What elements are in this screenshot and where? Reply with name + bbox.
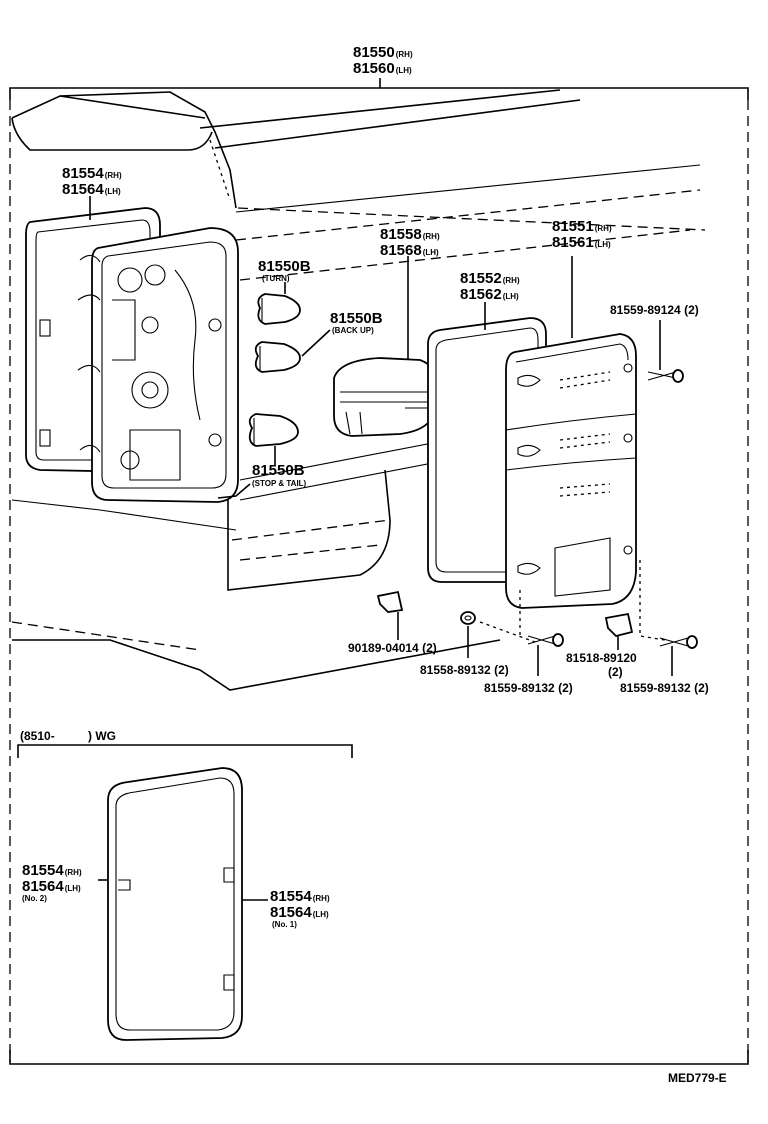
label-lens: 81551(RH) 81561(LH) <box>552 218 612 251</box>
label-figure-code: MED779-E <box>668 1071 727 1085</box>
svg-text:81561(LH): 81561(LH) <box>552 234 611 251</box>
label-assembly: 81550(RH) 81560(LH) <box>353 44 413 77</box>
bulb-turn <box>257 293 301 325</box>
lamp-housing <box>77 227 239 503</box>
label-inset-header: (8510- ) WG <box>20 729 116 743</box>
fastener-washer <box>460 611 536 658</box>
fastener-clip-left <box>376 590 404 640</box>
fastener-screw-mid <box>519 590 564 676</box>
svg-text:81551(RH): 81551(RH) <box>552 218 612 235</box>
svg-text:81550B: 81550B <box>330 310 383 327</box>
label-fastener-clip-right-qty: (2) <box>608 665 623 679</box>
inset-gasket <box>98 767 268 1041</box>
leader-lines <box>217 282 286 499</box>
label-bulb-back-up: 81550B (BACK UP) <box>330 310 383 335</box>
svg-text:(BACK UP): (BACK UP) <box>332 326 374 335</box>
label-assembly-rh: 81550(RH) <box>353 44 413 61</box>
fastener-screw-right <box>639 560 698 676</box>
svg-text:81554(RH): 81554(RH) <box>270 888 330 905</box>
svg-text:81564(LH): 81564(LH) <box>270 904 329 921</box>
svg-text:81568(LH): 81568(LH) <box>380 242 439 259</box>
label-inset-no2: 81554(RH) 81564(LH) (No. 2) <box>22 862 82 903</box>
svg-text:81554(RH): 81554(RH) <box>22 862 82 879</box>
label-fastener-screw-right: 81559-89132 (2) <box>620 681 709 695</box>
svg-text:81558(RH): 81558(RH) <box>380 226 440 243</box>
bulb-stop-tail <box>248 413 299 465</box>
svg-text:81564(LH): 81564(LH) <box>62 181 121 198</box>
main-frame <box>9 78 749 1065</box>
label-inset-no1: 81554(RH) 81564(LH) (No. 1) <box>270 888 330 929</box>
label-fastener-washer: 81558-89132 (2) <box>420 663 509 677</box>
lens-assembly <box>505 256 637 609</box>
label-assembly-lh: 81560(LH) <box>353 60 412 77</box>
screw-top <box>647 320 684 383</box>
svg-text:(No. 2): (No. 2) <box>22 894 47 903</box>
label-gasket-left: 81554(RH) 81564(LH) <box>62 165 122 198</box>
svg-text:81550B: 81550B <box>252 462 305 479</box>
svg-text:81550B: 81550B <box>258 258 311 275</box>
svg-text:81562(LH): 81562(LH) <box>460 286 519 303</box>
inset-bracket <box>17 744 353 758</box>
label-screw-top: 81559-89124 (2) <box>610 303 699 317</box>
svg-text:(TURN): (TURN) <box>262 274 290 283</box>
svg-text:81564(LH): 81564(LH) <box>22 878 81 895</box>
svg-text:(STOP & TAIL): (STOP & TAIL) <box>252 479 307 488</box>
label-socket: 81558(RH) 81568(LH) <box>380 226 440 259</box>
label-bulb-stop-tail: 81550B (STOP & TAIL) <box>252 462 307 488</box>
svg-text:(No. 1): (No. 1) <box>272 920 297 929</box>
label-bulb-turn: 81550B (TURN) <box>258 258 311 283</box>
label-fastener-clip-left: 90189-04014 (2) <box>348 641 437 655</box>
bulb-back-up <box>254 329 331 373</box>
label-fastener-screw-mid: 81559-89132 (2) <box>484 681 573 695</box>
svg-text:81552(RH): 81552(RH) <box>460 270 520 287</box>
fastener-clip-right <box>604 612 634 650</box>
svg-text:81554(RH): 81554(RH) <box>62 165 122 182</box>
label-gasket-right: 81552(RH) 81562(LH) <box>460 270 520 303</box>
label-fastener-clip-right: 81518-89120 <box>566 651 637 665</box>
